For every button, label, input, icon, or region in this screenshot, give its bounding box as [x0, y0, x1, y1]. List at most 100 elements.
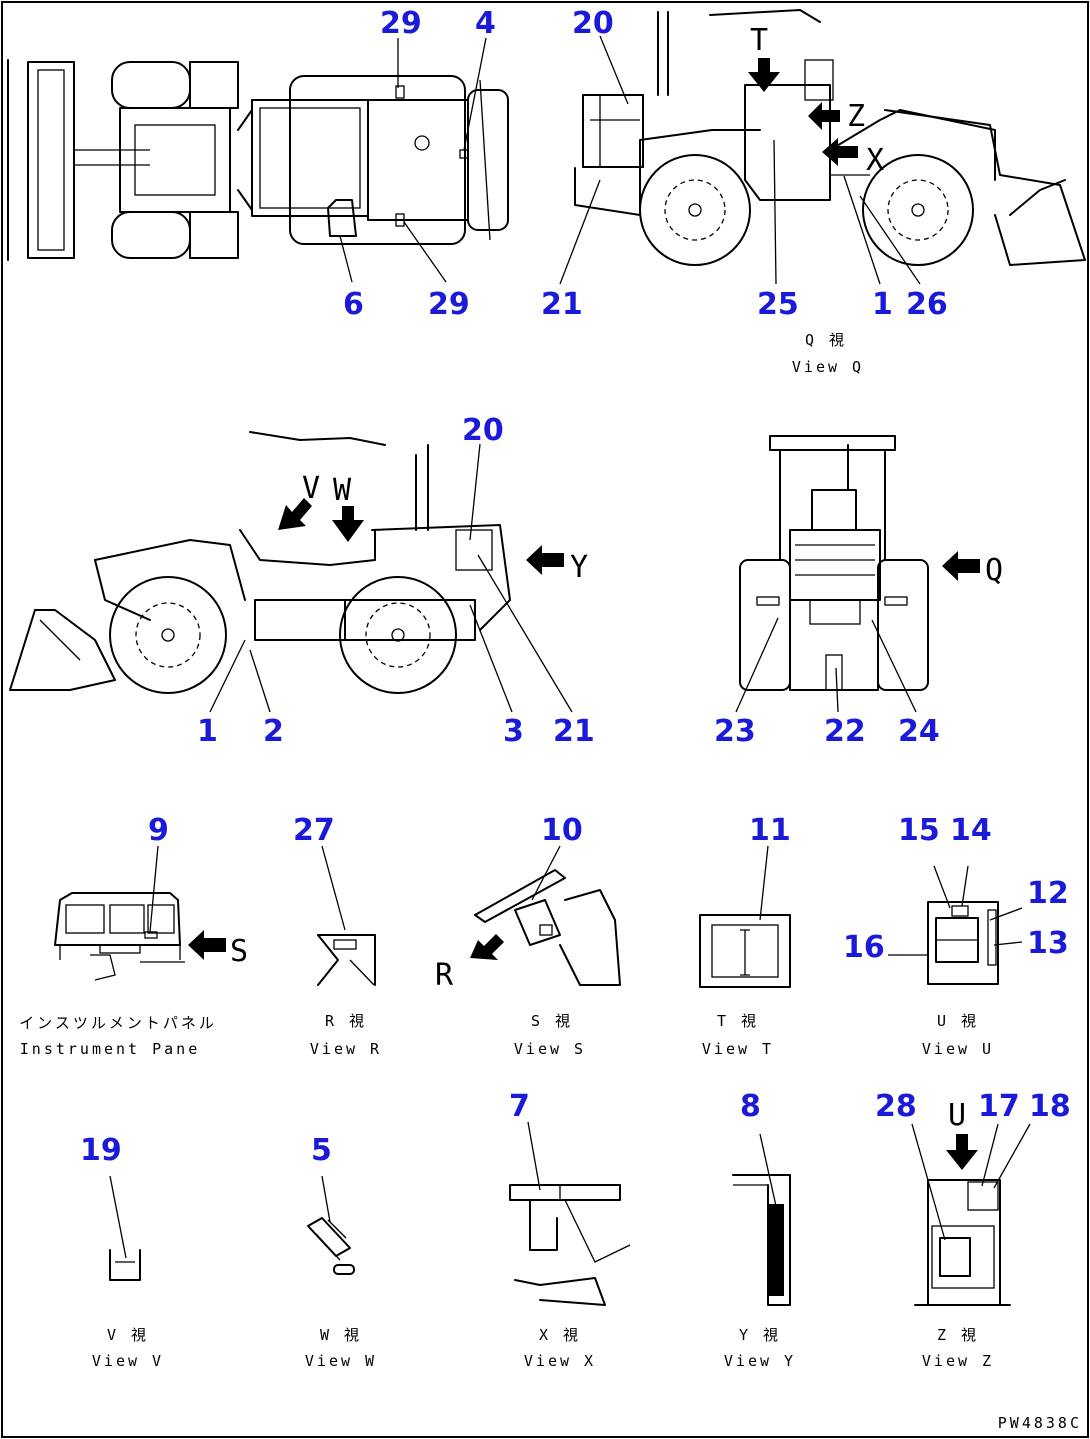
leader-line [759, 845, 769, 921]
arrow-v-icon [278, 498, 312, 530]
view-z-leaders [911, 1123, 1031, 1241]
rear-view-drawing [739, 435, 929, 691]
view-caption: View Y [724, 1352, 796, 1370]
view-caption-jp: S 視 [531, 1012, 573, 1030]
arrow-label: U [948, 1098, 966, 1133]
arrow-label: Q [985, 553, 1003, 588]
callout-label: 29 [428, 287, 470, 322]
rear-view-leaders [735, 617, 917, 713]
arrow-t-icon [748, 58, 780, 92]
view-caption-jp: U 視 [937, 1012, 979, 1030]
view-caption: View W [305, 1352, 377, 1370]
callout-label: 12 [1027, 876, 1069, 911]
view-caption-jp: Y 視 [739, 1326, 781, 1344]
callout-label: 15 [898, 813, 940, 848]
callout-label: 20 [462, 413, 504, 448]
view-caption: View T [702, 1040, 774, 1058]
arrow-w-icon [332, 506, 364, 542]
callout-label: 16 [843, 930, 885, 965]
callout-label: 21 [553, 714, 595, 749]
callout-label: 24 [898, 714, 940, 749]
view-r-drawing [317, 934, 376, 986]
view-caption-jp: V 視 [107, 1326, 149, 1344]
callout-label: 28 [875, 1089, 917, 1124]
callout-label: 21 [541, 287, 583, 322]
leader-line [109, 1175, 127, 1259]
view-q-drawing [574, 9, 1086, 266]
view-caption: View Q [792, 358, 864, 376]
leader-line [759, 1133, 777, 1207]
callout-label: 5 [311, 1133, 332, 1168]
leader-line [149, 845, 159, 933]
leader-line [531, 845, 561, 901]
side-view-leaders [209, 443, 573, 713]
callout-label: 11 [749, 813, 791, 848]
callout-label: 13 [1027, 926, 1069, 961]
view-caption: View U [922, 1040, 994, 1058]
arrow-q-icon [942, 551, 980, 581]
callout-label: 26 [906, 287, 948, 322]
view-caption-jp: X 視 [539, 1326, 581, 1344]
arrow-label: X [866, 143, 884, 178]
view-s-drawing [474, 869, 621, 986]
leader-line [321, 845, 346, 931]
leader-line [527, 1121, 541, 1191]
view-t-drawing [699, 914, 791, 988]
view-caption: View V [92, 1352, 164, 1370]
arrow-label: Y [570, 550, 588, 585]
callout-label: 14 [950, 813, 992, 848]
callout-label: 19 [80, 1133, 122, 1168]
arrow-label: R [435, 958, 454, 993]
arrow-z-icon [808, 102, 840, 130]
instrument-panel-drawing [54, 892, 185, 981]
view-caption: View S [514, 1040, 586, 1058]
view-caption-jp: T 視 [717, 1012, 759, 1030]
view-caption-jp: Q 視 [805, 331, 847, 349]
arrow-u-icon [946, 1134, 978, 1170]
top-view-leaders [339, 37, 487, 283]
callout-label: 1 [872, 287, 893, 322]
callout-label: 7 [509, 1089, 530, 1124]
callout-label: 10 [541, 813, 583, 848]
view-caption-jp: W 視 [320, 1326, 362, 1344]
view-caption-jp: R 視 [325, 1012, 367, 1030]
callout-label: 4 [475, 6, 496, 41]
callout-label: 22 [824, 714, 866, 749]
view-u-leaders [888, 865, 1023, 956]
view-x-drawing [509, 1184, 631, 1306]
arrow-label: W [333, 473, 352, 508]
arrow-label: S [230, 934, 248, 969]
view-caption-jp: Z 視 [937, 1326, 979, 1344]
callout-label: 3 [503, 714, 524, 749]
view-caption-jp: インスツルメントパネル [19, 1014, 217, 1032]
arrow-s-icon [188, 930, 226, 960]
arrow-r-icon [470, 934, 504, 960]
view-caption: View X [524, 1352, 596, 1370]
view-z-drawing [914, 1179, 1011, 1306]
side-view-drawing [9, 431, 511, 694]
callout-label: 29 [380, 6, 422, 41]
view-w-drawing [307, 1217, 355, 1275]
drawing-code: PW4838C [998, 1414, 1082, 1432]
arrow-x-icon [822, 138, 858, 166]
arrow-y-icon [526, 545, 564, 575]
leader-line [321, 1175, 331, 1223]
view-y-drawing [732, 1174, 791, 1306]
top-view-drawing [7, 59, 509, 261]
arrow-label: T [750, 23, 768, 58]
view-caption: Instrument Pane [20, 1040, 200, 1058]
callout-label: 27 [293, 813, 335, 848]
callout-label: 20 [572, 6, 614, 41]
callout-label: 18 [1029, 1089, 1071, 1124]
callout-label: 1 [197, 714, 218, 749]
view-caption: View Z [922, 1352, 994, 1370]
arrow-label: Z [847, 99, 865, 134]
callout-label: 25 [757, 287, 799, 322]
callout-label: 9 [148, 813, 169, 848]
callout-label: 23 [714, 714, 756, 749]
view-q-leaders [559, 35, 921, 285]
arrow-label: V [302, 471, 320, 506]
